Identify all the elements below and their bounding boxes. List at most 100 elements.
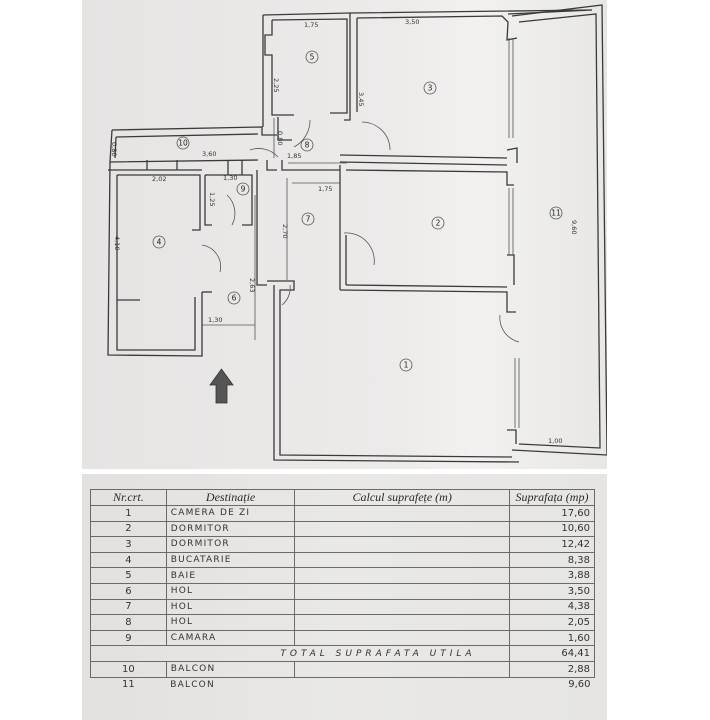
row-suprafata: 9,60 xyxy=(568,679,591,691)
room-marker-8: 8 xyxy=(300,138,314,152)
dim-balcony11-length: 9,60 xyxy=(570,220,578,234)
row-destinatie: CAMARA xyxy=(165,629,296,647)
svg-text:7: 7 xyxy=(306,215,311,224)
svg-text:6: 6 xyxy=(232,294,237,303)
room-marker-7: 7 xyxy=(301,212,315,226)
row-destinatie: DORMITOR xyxy=(165,536,296,553)
row-suprafata: 10,60 xyxy=(508,520,596,538)
dim-balcony11-width: 1,00 xyxy=(548,437,562,445)
room-marker-3: 3 xyxy=(423,81,437,95)
row-suprafata: 3,50 xyxy=(508,582,596,600)
svg-text:10: 10 xyxy=(178,139,188,148)
row-nr: 8 xyxy=(90,614,167,631)
row-calcul xyxy=(295,677,510,692)
row-calcul xyxy=(294,614,510,631)
dim-room9-height: 1,25 xyxy=(208,192,216,206)
row-calcul xyxy=(294,551,510,569)
entrance-arrow-icon xyxy=(209,368,234,404)
row-nr: 11 xyxy=(122,679,135,691)
dim-room3-height: 3,45 xyxy=(357,92,365,106)
svg-text:2: 2 xyxy=(436,219,441,228)
dim-hall7-width: 1,75 xyxy=(318,185,332,193)
row-calcul xyxy=(294,505,510,522)
total-value: 64,41 xyxy=(508,645,596,662)
room-marker-11: 11 xyxy=(549,206,563,220)
dim-hall6-height: 2,63 xyxy=(248,278,256,292)
row-destinatie: HOL xyxy=(165,614,296,631)
dim-hall7-height: 2,70 xyxy=(281,224,289,238)
row-nr: 10 xyxy=(90,660,167,678)
svg-text:4: 4 xyxy=(157,238,162,247)
room-marker-1: 1 xyxy=(399,358,413,372)
row-destinatie: BALCON xyxy=(170,679,215,690)
dim-balcony10-width: 3,60 xyxy=(202,150,216,158)
row-nr: 6 xyxy=(90,582,167,600)
room-marker-6: 6 xyxy=(227,291,241,305)
floor-plan-drawing: 1 2 3 4 5 6 7 8 9 10 11 1,75 2,25 3,50 3… xyxy=(107,4,607,463)
total-label: TOTAL SUPRAFATA UTILA xyxy=(90,645,510,662)
room-marker-10: 10 xyxy=(176,136,190,150)
row-suprafata: 2,05 xyxy=(508,614,596,631)
row-suprafata: 12,42 xyxy=(508,536,596,553)
row-destinatie: BALCON xyxy=(165,660,296,678)
floor-plan-photo: 1 2 3 4 5 6 7 8 9 10 11 1,75 2,25 3,50 3… xyxy=(82,0,607,469)
dim-room4-height: 4,10 xyxy=(113,236,121,250)
svg-text:1: 1 xyxy=(404,361,409,370)
row-nr: 3 xyxy=(90,536,167,553)
dim-room5-width: 1,75 xyxy=(304,21,318,29)
row-nr: 5 xyxy=(90,567,167,584)
row-destinatie: HOL xyxy=(165,598,296,616)
row-suprafata: 1,60 xyxy=(508,629,596,647)
row-destinatie: BAIE xyxy=(165,567,296,584)
row-nr: 2 xyxy=(90,520,167,538)
header-calcul: Calcul suprafețe (m) xyxy=(294,489,510,506)
row-destinatie: BUCATARIE xyxy=(165,551,296,569)
header-suprafata: Suprafața (mp) xyxy=(508,489,596,506)
row-nr: 4 xyxy=(90,551,167,569)
svg-text:5: 5 xyxy=(310,53,315,62)
row-nr: 1 xyxy=(90,505,167,522)
header-nr: Nr.crt. xyxy=(90,489,167,506)
row-calcul xyxy=(294,598,510,616)
svg-text:11: 11 xyxy=(551,209,561,218)
row-nr: 9 xyxy=(90,629,167,647)
room-marker-9: 9 xyxy=(236,182,250,196)
row-destinatie: DORMITOR xyxy=(165,520,296,538)
surface-table-photo: Nr.crt. Destinație Calcul suprafețe (m) … xyxy=(82,474,607,720)
row-calcul xyxy=(294,536,510,553)
dim-balcony10-depth: 0,80 xyxy=(110,142,118,156)
dim-room9-width: 1,30 xyxy=(223,174,237,182)
row-calcul xyxy=(294,582,510,600)
dim-hall8-height: 0,80 xyxy=(276,131,284,145)
dim-hall6-width: 1,30 xyxy=(208,316,222,324)
dim-room4-width: 2,02 xyxy=(152,175,166,183)
room-marker-2: 2 xyxy=(431,216,445,230)
row-calcul xyxy=(294,629,510,647)
row-nr: 7 xyxy=(90,598,167,616)
row-suprafata: 4,38 xyxy=(508,598,596,616)
row-destinatie: CAMERA DE ZI xyxy=(165,505,296,522)
row-suprafata: 17,60 xyxy=(508,505,596,522)
room-marker-5: 5 xyxy=(305,50,319,64)
dim-room5-height: 2,25 xyxy=(272,78,280,92)
row-calcul xyxy=(294,660,510,678)
dim-room3-width: 3,50 xyxy=(405,18,419,26)
room-marker-4: 4 xyxy=(152,235,166,249)
balcony-row: 11 BALCON 9,60 xyxy=(91,677,595,692)
row-calcul xyxy=(294,567,510,584)
row-suprafata: 8,38 xyxy=(508,551,596,569)
svg-text:3: 3 xyxy=(428,84,433,93)
surface-table: Nr.crt. Destinație Calcul suprafețe (m) … xyxy=(90,489,596,692)
svg-text:8: 8 xyxy=(305,141,310,150)
total-row: TOTAL SUPRAFATA UTILA 64,41 xyxy=(90,645,596,662)
row-suprafata: 2,88 xyxy=(508,660,596,678)
